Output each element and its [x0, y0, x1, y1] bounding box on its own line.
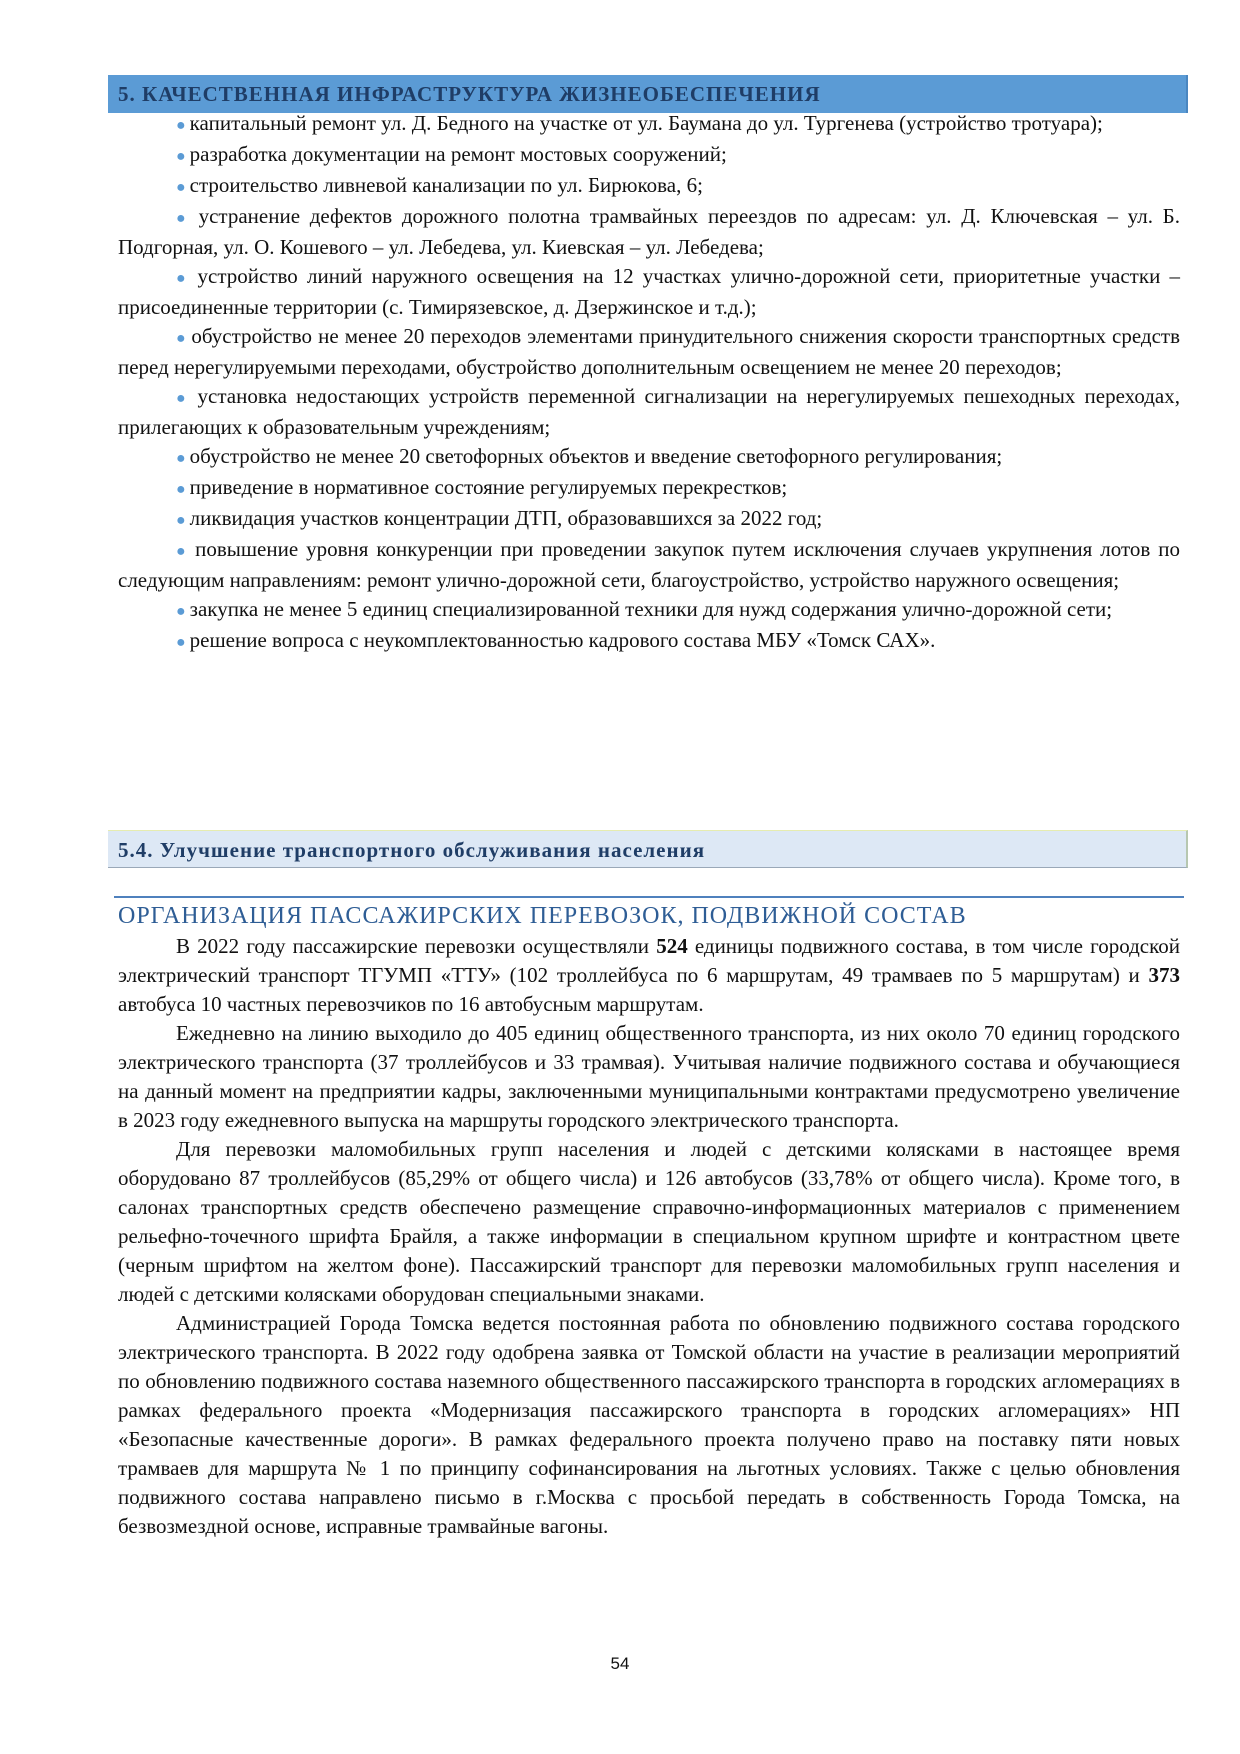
bullet-icon: ●: [176, 634, 190, 651]
paragraph: Администрацией Города Томска ведется пос…: [118, 1311, 1180, 1538]
bullet-icon: ●: [176, 179, 190, 196]
bullet-icon: ●: [176, 603, 190, 620]
heading: ОРГАНИЗАЦИЯ ПАССАЖИРСКИХ ПЕРЕВОЗОК, ПОДВ…: [118, 903, 967, 929]
bullet-icon: ●: [176, 481, 190, 498]
body-text: В 2022 году пассажирские перевозки осуще…: [118, 932, 1180, 1541]
paragraph: Для перевозки маломобильных групп населе…: [118, 1137, 1180, 1306]
bullet-icon: ●: [176, 512, 190, 529]
subsection-heading: 5.4. Улучшение транспортного обслуживани…: [108, 830, 1188, 868]
bullet-icon: ●: [176, 450, 190, 467]
bullet-item: ● ликвидация участков концентрации ДТП, …: [118, 504, 1180, 535]
bullet-item: ● установка недостающих устройств переме…: [118, 382, 1180, 442]
bullet-item: ● разработка документации на ремонт мост…: [118, 140, 1180, 171]
bullet-icon: ●: [176, 148, 190, 165]
bullet-item: ● решение вопроса с неукомплектованность…: [118, 626, 1180, 657]
bullet-item: ● капитальный ремонт ул. Д. Бедного на у…: [118, 109, 1180, 140]
bullet-icon: ●: [176, 543, 196, 560]
bullet-text: закупка не менее 5 единиц специализирова…: [189, 597, 1113, 621]
heading-rule: [114, 896, 1184, 898]
paragraph: Ежедневно на линию выходило до 405 едини…: [118, 1021, 1180, 1132]
paragraph: В 2022 году пассажирские перевозки осуще…: [118, 932, 1180, 1019]
bullet-text: повышение уровня конкуренции при проведе…: [118, 537, 1180, 592]
bullet-text: обустройство не менее 20 переходов элеме…: [118, 324, 1180, 379]
bullet-item: ● повышение уровня конкуренции при прове…: [118, 535, 1180, 595]
bullet-item: ● закупка не менее 5 единиц специализиро…: [118, 595, 1180, 626]
bullet-text: приведение в нормативное состояние регул…: [189, 475, 788, 499]
text: единицы подвижного состава, в том числе …: [118, 934, 1180, 987]
bullet-icon: ●: [176, 330, 192, 347]
bullet-text: устранение дефектов дорожного полотна тр…: [118, 204, 1180, 259]
bullet-text: решение вопроса с неукомплектованностью …: [189, 628, 936, 652]
bullet-item: ● приведение в нормативное состояние рег…: [118, 473, 1180, 504]
text: автобуса 10 частных перевозчиков по 16 а…: [118, 992, 704, 1016]
bullet-text: строительство ливневой канализации по ул…: [189, 173, 703, 197]
text: В 2022 году пассажирские перевозки осуще…: [176, 934, 657, 958]
bullet-item: ● устройство линий наружного освещения н…: [118, 262, 1180, 322]
bullet-item: ● обустройство не менее 20 светофорных о…: [118, 442, 1180, 473]
bullet-icon: ●: [176, 270, 198, 287]
bullet-text: разработка документации на ремонт мостов…: [189, 142, 727, 166]
bullet-item: ● устранение дефектов дорожного полотна …: [118, 202, 1180, 262]
bullet-item: ● строительство ливневой канализации по …: [118, 171, 1180, 202]
bold-number: 373: [1148, 963, 1181, 987]
bold-number: 524: [656, 934, 688, 958]
bullet-list: ● капитальный ремонт ул. Д. Бедного на у…: [118, 109, 1180, 657]
bullet-icon: ●: [176, 390, 198, 407]
bullet-text: обустройство не менее 20 светофорных объ…: [189, 444, 1003, 468]
bullet-text: устройство линий наружного освещения на …: [118, 264, 1180, 319]
bullet-icon: ●: [176, 210, 199, 227]
section-heading: 5. КАЧЕСТВЕННАЯ ИНФРАСТРУКТУРА ЖИЗНЕОБЕС…: [108, 75, 1188, 113]
page-number: 54: [610, 1654, 630, 1673]
bullet-text: ликвидация участков концентрации ДТП, об…: [189, 506, 823, 530]
bullet-text: установка недостающих устройств переменн…: [118, 384, 1180, 439]
bullet-icon: ●: [176, 117, 190, 134]
bullet-text: капитальный ремонт ул. Д. Бедного на уча…: [189, 111, 1103, 135]
bullet-item: ● обустройство не менее 20 переходов эле…: [118, 322, 1180, 382]
